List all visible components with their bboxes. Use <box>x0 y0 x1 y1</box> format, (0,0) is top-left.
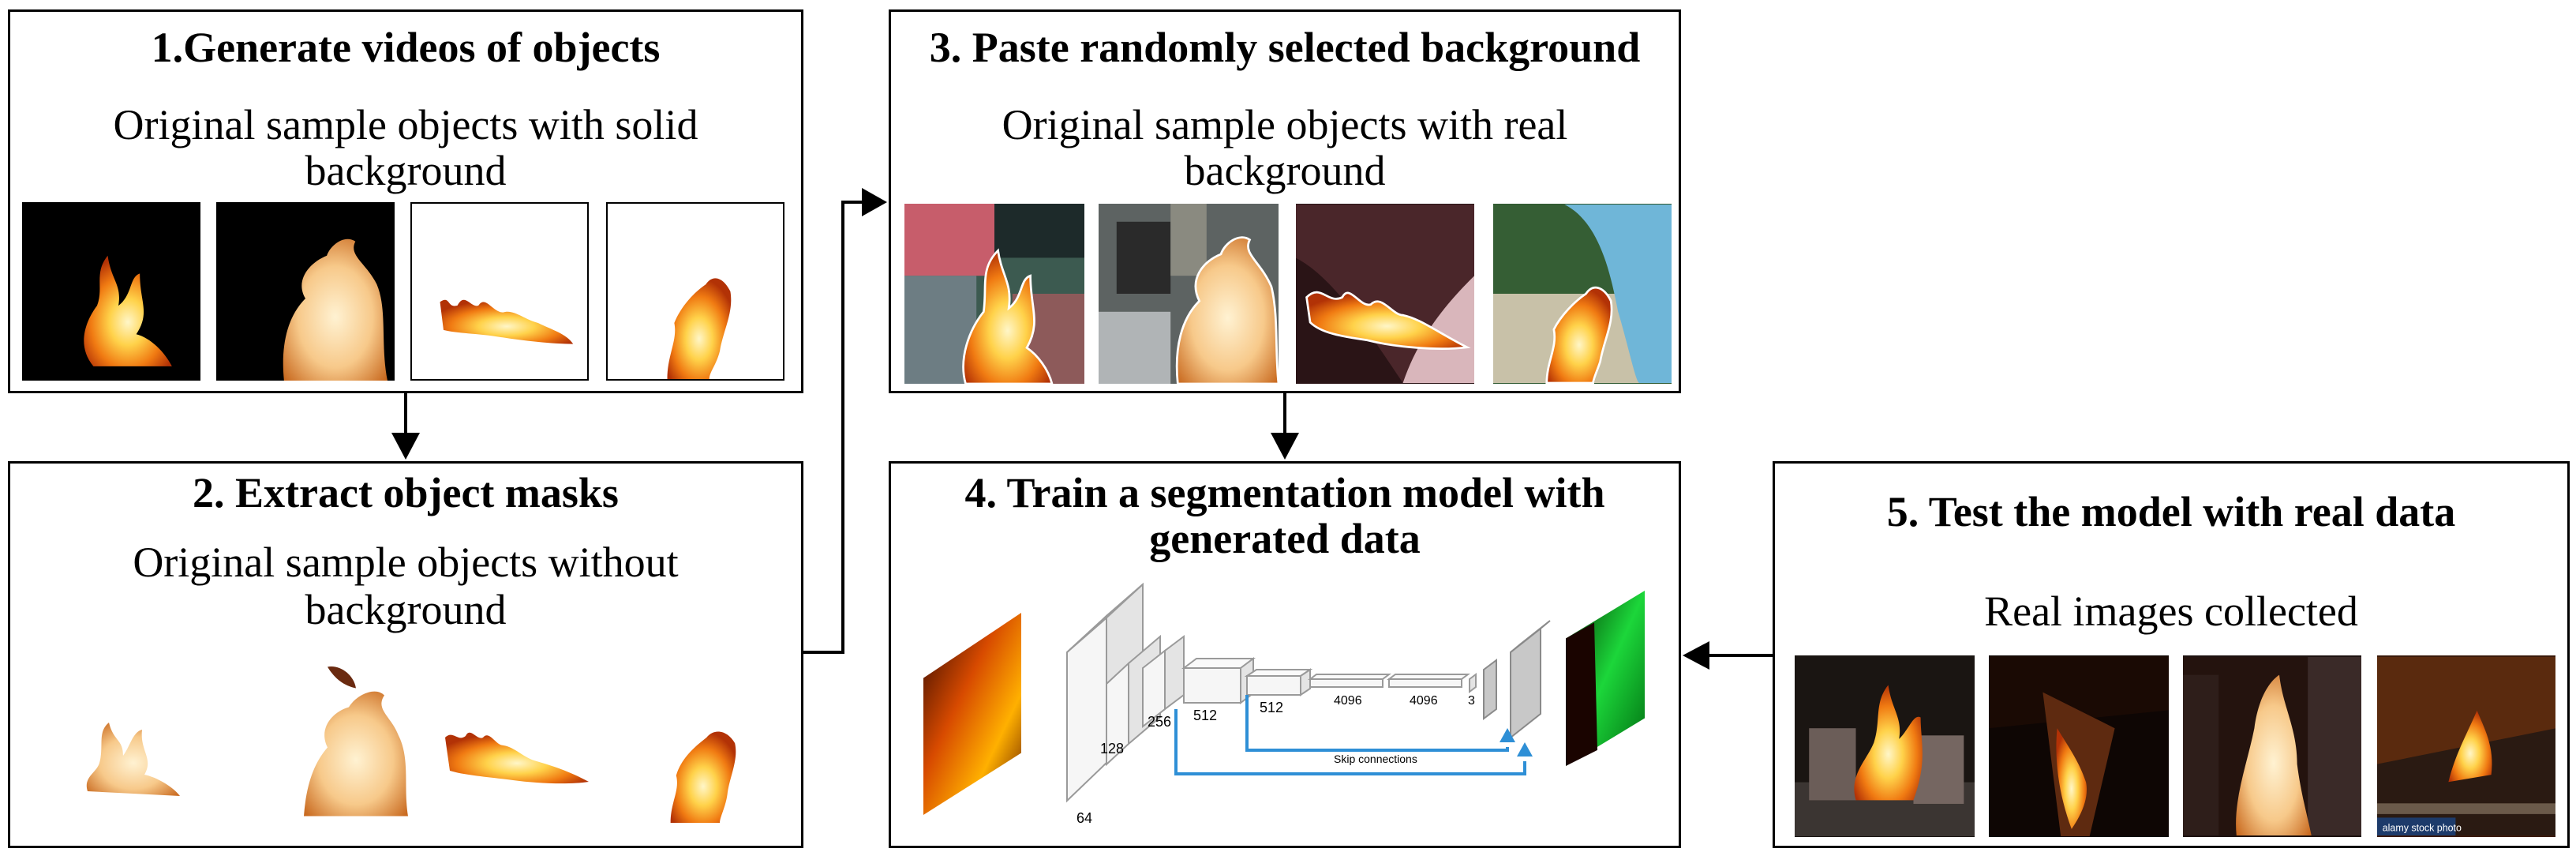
panel-2-caption-line2: background <box>305 586 507 633</box>
panel-5-caption: Real images collected <box>1984 588 2358 635</box>
encoder-decoder-network: 64 128 256 512 512 4096 4096 3 Skip conn… <box>1066 582 1551 826</box>
arrow-1-to-2-head <box>391 433 420 460</box>
encoder-block-512-a <box>1183 667 1241 704</box>
layer-label-4096-b: 4096 <box>1410 694 1438 708</box>
panel-3-caption-line1: Original sample objects with real <box>1002 101 1568 148</box>
layer-label-128: 128 <box>1100 741 1124 757</box>
skip-connections-label: Skip connections <box>1334 753 1417 765</box>
layer-label-4096-a: 4096 <box>1334 694 1362 708</box>
stock-photo-caption: alamy stock photo <box>2383 822 2462 833</box>
real-bg-composite-image-1 <box>904 204 1084 384</box>
panel-1-caption-line1: Original sample objects with solid <box>113 101 698 148</box>
layer-label-64: 64 <box>1076 810 1092 826</box>
decoder-block-2 <box>1510 626 1541 740</box>
network-output-mask-image <box>1566 591 1645 766</box>
real-fire-photo-3 <box>2183 655 2361 837</box>
panel-5-heading: 5. Test the model with real data <box>1886 488 2456 535</box>
solid-bg-fire-image-2 <box>216 202 395 381</box>
panel-4-heading-line1: 4. Train a segmentation model with <box>964 469 1605 516</box>
layer-label-3: 3 <box>1468 694 1475 708</box>
panel-4-heading-line2: generated data <box>1149 515 1421 562</box>
solid-bg-fire-image-1 <box>22 202 200 381</box>
masked-fire-image-4 <box>663 698 758 824</box>
panel-2-heading: 2. Extract object masks <box>193 469 619 516</box>
encoder-block-64 <box>1066 614 1107 803</box>
encoder-block-512-b <box>1246 675 1301 696</box>
decoder-block-1 <box>1483 659 1497 720</box>
arrow-5-to-4-head <box>1683 641 1709 670</box>
solid-bg-fire-image-3 <box>410 202 589 381</box>
fc-block-4096-b <box>1388 678 1462 688</box>
real-fire-photo-2 <box>1989 655 2169 837</box>
fc-block-4096-a <box>1309 678 1383 688</box>
real-fire-photo-4: alamy stock photo <box>2377 655 2555 837</box>
arrow-3-to-4-head <box>1271 433 1299 460</box>
layer-label-512-a: 512 <box>1193 708 1217 723</box>
solid-bg-fire-image-4 <box>606 202 784 381</box>
network-input-image <box>923 613 1021 815</box>
masked-fire-image-1 <box>71 663 189 805</box>
skip-connection-inner <box>1245 695 1509 752</box>
skip-connection-inner-head <box>1500 728 1515 742</box>
layer-label-256: 256 <box>1148 714 1171 730</box>
skip-connection-outer <box>1174 709 1526 775</box>
real-fire-photo-1 <box>1795 655 1975 837</box>
panel-1-caption-line2: background <box>305 147 507 194</box>
real-bg-composite-image-2 <box>1099 204 1279 384</box>
arrow-2-to-3-head <box>862 188 887 216</box>
output-block-3 <box>1469 673 1477 693</box>
panel-3-caption-line2: background <box>1184 147 1386 194</box>
panel-3-heading: 3. Paste randomly selected background <box>929 24 1641 71</box>
skip-connection-outer-head <box>1517 742 1533 757</box>
real-bg-composite-image-3 <box>1296 204 1474 384</box>
layer-label-512-b: 512 <box>1260 700 1283 715</box>
masked-fire-image-2 <box>297 660 415 818</box>
panel-2-caption-line1: Original sample objects without <box>133 539 679 586</box>
real-bg-composite-image-4 <box>1493 204 1672 384</box>
panel-1-heading: 1.Generate videos of objects <box>151 24 661 71</box>
arrow-2-to-3-shaft <box>803 201 871 654</box>
masked-fire-image-3 <box>442 719 592 798</box>
